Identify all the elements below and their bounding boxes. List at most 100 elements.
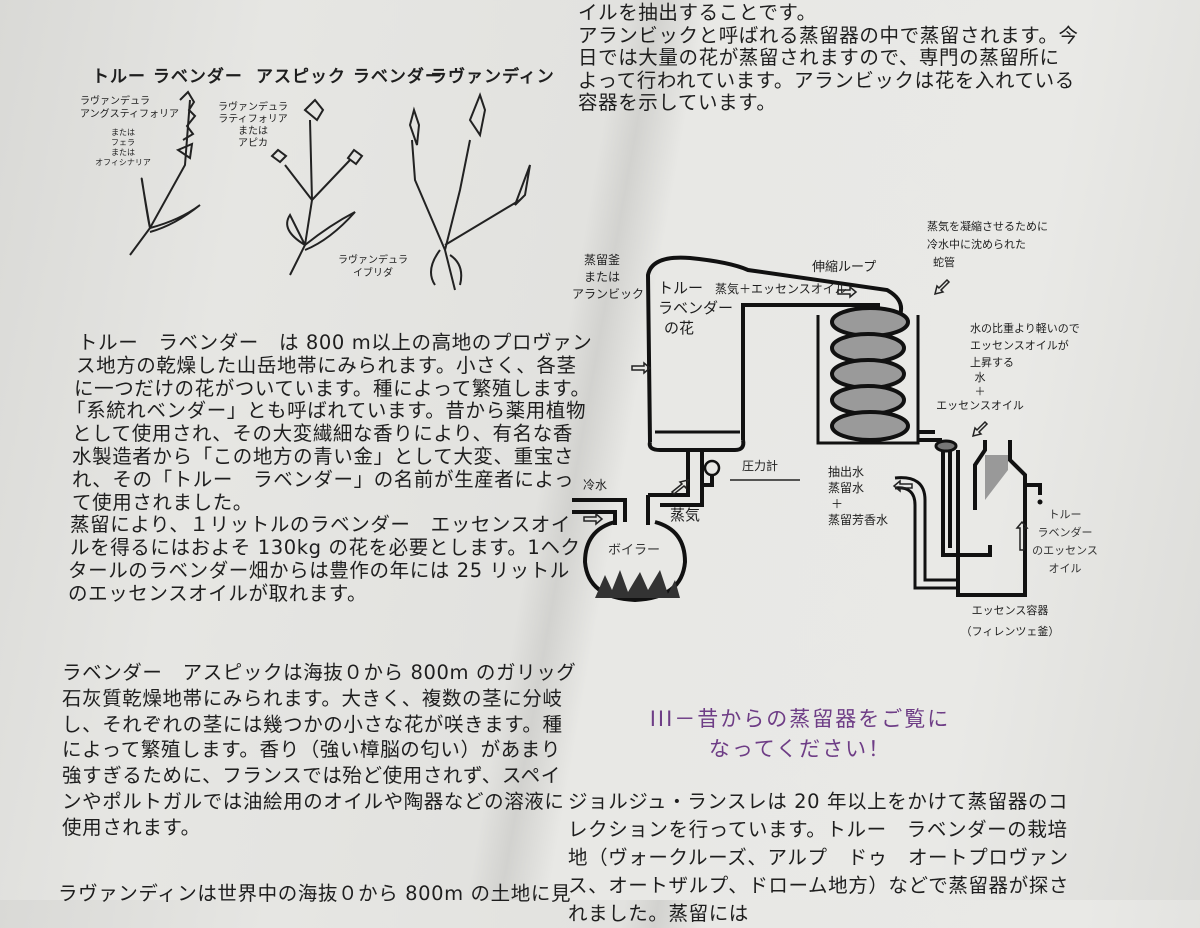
text-line: ンやポルトガルでは油絵用のオイルや陶器などの溶液に — [62, 789, 565, 813]
boiler — [582, 520, 688, 603]
label-line: または — [583, 270, 620, 284]
essence-oil-label: トルー ラベンダー のエッセンス オイル — [1030, 506, 1100, 578]
latin-line: ラヴァンデュラ — [218, 102, 288, 113]
latin-line: ラヴァンデュラ — [338, 255, 408, 266]
alembic-body — [645, 255, 904, 443]
arrow-upright-icon — [670, 478, 690, 496]
arrow-right-icon — [631, 361, 652, 375]
alembic-inner — [741, 303, 880, 440]
text-line: ス、オートザルプ、ドローム地方）などで蒸留器が探さ — [568, 874, 1069, 897]
lavandin-drawing — [408, 92, 531, 291]
true-lavender-drawing — [129, 90, 201, 256]
label-line: の花 — [664, 319, 695, 337]
text-line: アランビックと呼ばれる蒸留器の中で蒸留されます。今 — [578, 23, 1079, 47]
alt-line: フェラ — [111, 138, 135, 147]
label-line: ＋ — [974, 385, 986, 398]
florentine-vessel — [956, 440, 1027, 597]
text-line: し、それぞれの茎には幾つかの小さな花が咲きます。種 — [62, 712, 563, 736]
gauge-pipe — [702, 476, 714, 487]
label-line: 蛇管 — [933, 256, 955, 269]
latin-line: または — [238, 126, 268, 137]
flowers-label: トルー ラベンダー の花 — [658, 278, 733, 338]
arrow-right-icon — [837, 285, 858, 299]
oil-layer — [985, 455, 1008, 500]
latin-line: ラヴァンデュラ — [80, 96, 150, 107]
cold-water-pipe — [572, 498, 627, 525]
text-line: 地（ヴォークルーズ、アルプ ドゥ オートプロヴァン — [568, 846, 1069, 869]
true-lavender-alt: または フェラ または オフィシナリア — [88, 128, 158, 168]
label-line: ラベンダー — [1037, 526, 1093, 539]
text-line: ルを得るにはおよそ 130kg の花を必要とします。1ヘク — [70, 536, 581, 560]
lighter-than-water-label: 水の比重より軽いので エッセンスオイルが 上昇する — [970, 320, 1080, 371]
pressure-gauge — [703, 459, 721, 477]
text-line: 容器を示しています。 — [578, 91, 777, 114]
label-line: 抽出水 — [828, 465, 865, 479]
coil — [830, 306, 910, 442]
label-line: 水の比重より軽いので — [970, 322, 1080, 335]
coil-label: 蒸気を凝縮させるために 冷水中に沈められた 蛇管 — [927, 218, 1048, 272]
true-lavender-latin: ラヴァンデュラ アングスティフォリア — [80, 95, 179, 121]
funnel-tube — [941, 450, 992, 557]
distillation-diagram — [572, 255, 1043, 603]
text-line: ジョルジュ・ランスレは 20 年以上をかけて蒸留器のコ — [568, 790, 1069, 813]
text-line: れました。蒸留には — [568, 902, 749, 925]
latin-line: イブリダ — [353, 268, 393, 279]
text-line: れ、その「トルー ラベンダー」の名前が生産者によっ — [72, 467, 575, 491]
latin-line: ラティフォリア — [218, 114, 288, 125]
paragraph-lavandin: ラヴァンディンは世界中の海抜０から 800m の土地に見 — [58, 877, 571, 906]
label-line: 蒸留芳香水 — [828, 513, 889, 527]
label-line: のエッセンス — [1032, 544, 1098, 557]
label-line: （フィレンツェ釜） — [960, 625, 1060, 638]
arrow-downleft-icon — [933, 278, 951, 296]
label-line: アランビック — [572, 287, 645, 301]
label-line: オイル — [1048, 562, 1082, 575]
text-line: ス地方の乾燥した山岳地帯にみられます。小さく、各茎 — [76, 353, 577, 377]
label-line: エッセンス容器 — [971, 604, 1049, 617]
aspic-lavender-drawing — [270, 98, 364, 276]
text-line: 蒸留により、１リットルのラベンダー エッセンスオイ — [70, 513, 571, 537]
paragraph-collection: ジョルジュ・ランスレは 20 年以上をかけて蒸留器のコ レクションを行っています… — [568, 788, 1069, 928]
text-line: のエッセンスオイルが取れます。 — [68, 581, 368, 605]
illustrations — [129, 90, 531, 291]
label-line: 上昇する — [970, 356, 1014, 369]
alt-line: または — [111, 148, 135, 157]
text-line: タールのラベンダー畑からは豊作の年には 25 リットル — [68, 558, 570, 582]
label-line: 蒸留釜 — [583, 253, 620, 267]
label-line: トルー — [1048, 508, 1082, 521]
text-line: トルー ラベンダー は 800 m以上の高地のプロヴァン — [78, 331, 593, 354]
text-line: 水製造者から「この地方の青い金」として大変、重宝さ — [72, 444, 574, 468]
text-line: ラベンダー アスピックは海抜０から 800m のガリッグ — [62, 661, 577, 684]
text-line: イルを抽出することです。 — [578, 1, 817, 24]
outlet-pipe — [918, 430, 942, 442]
aspic-lavender-latin: ラヴァンデュラ ラティフォリア または アピカ — [218, 102, 288, 150]
boiler-neck — [623, 495, 650, 525]
condenser-tank — [816, 315, 920, 445]
text-line: 石灰質乾燥地帯にみられます。大きく、複数の茎に分岐 — [62, 686, 563, 710]
section-heading: III－昔からの蒸留器をご覧に なってください！ — [600, 704, 1000, 764]
cold-water-label: 冷水 — [583, 478, 608, 492]
paragraph-aspic-lavender: ラベンダー アスピックは海抜０から 800m のガリッグ 石灰質乾燥地帯にみられ… — [62, 660, 576, 841]
label-line: 水 — [974, 371, 986, 384]
text-line: によって繁殖します。香り（強い樟脳の匂い）があまり — [62, 738, 561, 762]
text-line: 強すぎるために、フランスでは殆ど使用されず、スペイ — [62, 764, 561, 788]
label-line: エッセンスオイル — [936, 399, 1024, 412]
text-line: ラヴァンディンは世界中の海抜０から 800m の土地に見 — [58, 882, 572, 905]
fire — [595, 570, 680, 598]
heading-line: なってください！ — [708, 737, 892, 761]
text-line: として使用され、その大変繊細な香りにより、有名な香 — [72, 422, 573, 446]
alt-line: または — [111, 128, 135, 137]
text-line: に一つだけの花がついています。種によって繁殖します。 — [74, 376, 591, 400]
label-line: エッセンスオイルが — [970, 339, 1069, 352]
pressure-gauge-label: 圧力計 — [742, 459, 779, 473]
aspic-lavender-title: アスピック ラベンダー — [256, 67, 443, 87]
label-line: ＋ — [831, 497, 844, 511]
text-line: よって行われています。アランビックは花を入れている — [578, 68, 1075, 92]
container-label: エッセンス容器 （フィレンツェ釜） — [955, 600, 1065, 642]
latin-line: アングスティフォリア — [80, 109, 179, 120]
vapor-oil-label: 蒸気＋エッセンスオイル — [715, 282, 847, 296]
label-line: 蒸気を凝縮させるために — [927, 220, 1048, 233]
outflow-label: 抽出水 蒸留水 ＋ 蒸留芳香水 — [828, 464, 888, 528]
boiler-label: ボイラー — [608, 543, 661, 558]
label-line: ラベンダー — [658, 299, 734, 317]
alt-line: オフィシナリア — [95, 158, 151, 167]
